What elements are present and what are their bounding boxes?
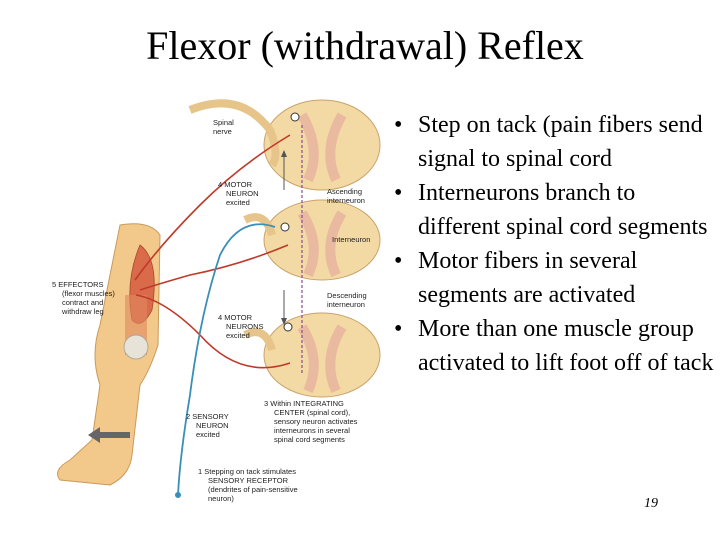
label-sensory-neuron-3: excited bbox=[196, 430, 220, 439]
label-ascending-2: interneuron bbox=[327, 196, 365, 205]
label-descending-1: Descending bbox=[327, 291, 367, 300]
label-integrating-1: 3 Within INTEGRATING bbox=[264, 399, 344, 408]
label-motor-neuron-top-1: 4 MOTOR bbox=[218, 180, 253, 189]
label-sensory-receptor-3: (dendrites of pain-sensitive bbox=[208, 485, 298, 494]
spinal-cord-segment-mid bbox=[263, 199, 381, 281]
slide-title: Flexor (withdrawal) Reflex bbox=[146, 23, 584, 68]
bullet-item: •Step on tack (pain fibers send signal t… bbox=[394, 112, 703, 172]
label-effectors-2: (flexor muscles) bbox=[62, 289, 115, 298]
spinal-cord-segment-top bbox=[263, 99, 381, 191]
label-motor-neurons-mid-3: excited bbox=[226, 331, 250, 340]
label-spinal-nerve-2: nerve bbox=[213, 127, 232, 136]
page-number: 19 bbox=[644, 496, 658, 511]
label-motor-neuron-top-3: excited bbox=[226, 198, 250, 207]
label-motor-neurons-mid-2: NEURONS bbox=[226, 322, 264, 331]
reflex-diagram: Spinal nerve 4 MOTOR NEURON excited Asce… bbox=[40, 95, 385, 515]
leg-illustration bbox=[57, 223, 161, 486]
label-sensory-receptor-1: 1 Stepping on tack stimulates bbox=[198, 467, 296, 476]
bullet-item: •Motor fibers in several segments are ac… bbox=[394, 248, 638, 308]
label-motor-neuron-top-2: NEURON bbox=[226, 189, 259, 198]
label-interneuron: Interneuron bbox=[332, 235, 370, 244]
label-descending-2: interneuron bbox=[327, 300, 365, 309]
label-sensory-neuron-1: 2 SENSORY bbox=[186, 412, 229, 421]
label-spinal-nerve-1: Spinal bbox=[213, 118, 234, 127]
label-motor-neurons-mid-1: 4 MOTOR bbox=[218, 313, 253, 322]
label-ascending-1: Ascending bbox=[327, 187, 362, 196]
label-effectors-3: contract and bbox=[62, 298, 103, 307]
label-integrating-2: CENTER (spinal cord), bbox=[274, 408, 350, 417]
label-integrating-3: sensory neuron activates bbox=[274, 417, 358, 426]
label-integrating-4: interneurons in several bbox=[274, 426, 350, 435]
label-integrating-5: spinal cord segments bbox=[274, 435, 345, 444]
label-sensory-neuron-2: NEURON bbox=[196, 421, 229, 430]
spinal-cord-segment-bottom bbox=[263, 312, 381, 398]
bullet-item: •Interneurons branch to different spinal… bbox=[394, 180, 708, 240]
bullet-item: •More than one muscle group activated to… bbox=[394, 316, 714, 376]
label-sensory-receptor-2: SENSORY RECEPTOR bbox=[208, 476, 289, 485]
label-effectors-1: 5 EFFECTORS bbox=[52, 280, 104, 289]
label-sensory-receptor-4: neuron) bbox=[208, 494, 234, 503]
label-effectors-4: withdraw leg bbox=[61, 307, 104, 316]
bullet-list: •Step on tack (pain fibers send signal t… bbox=[390, 108, 718, 380]
